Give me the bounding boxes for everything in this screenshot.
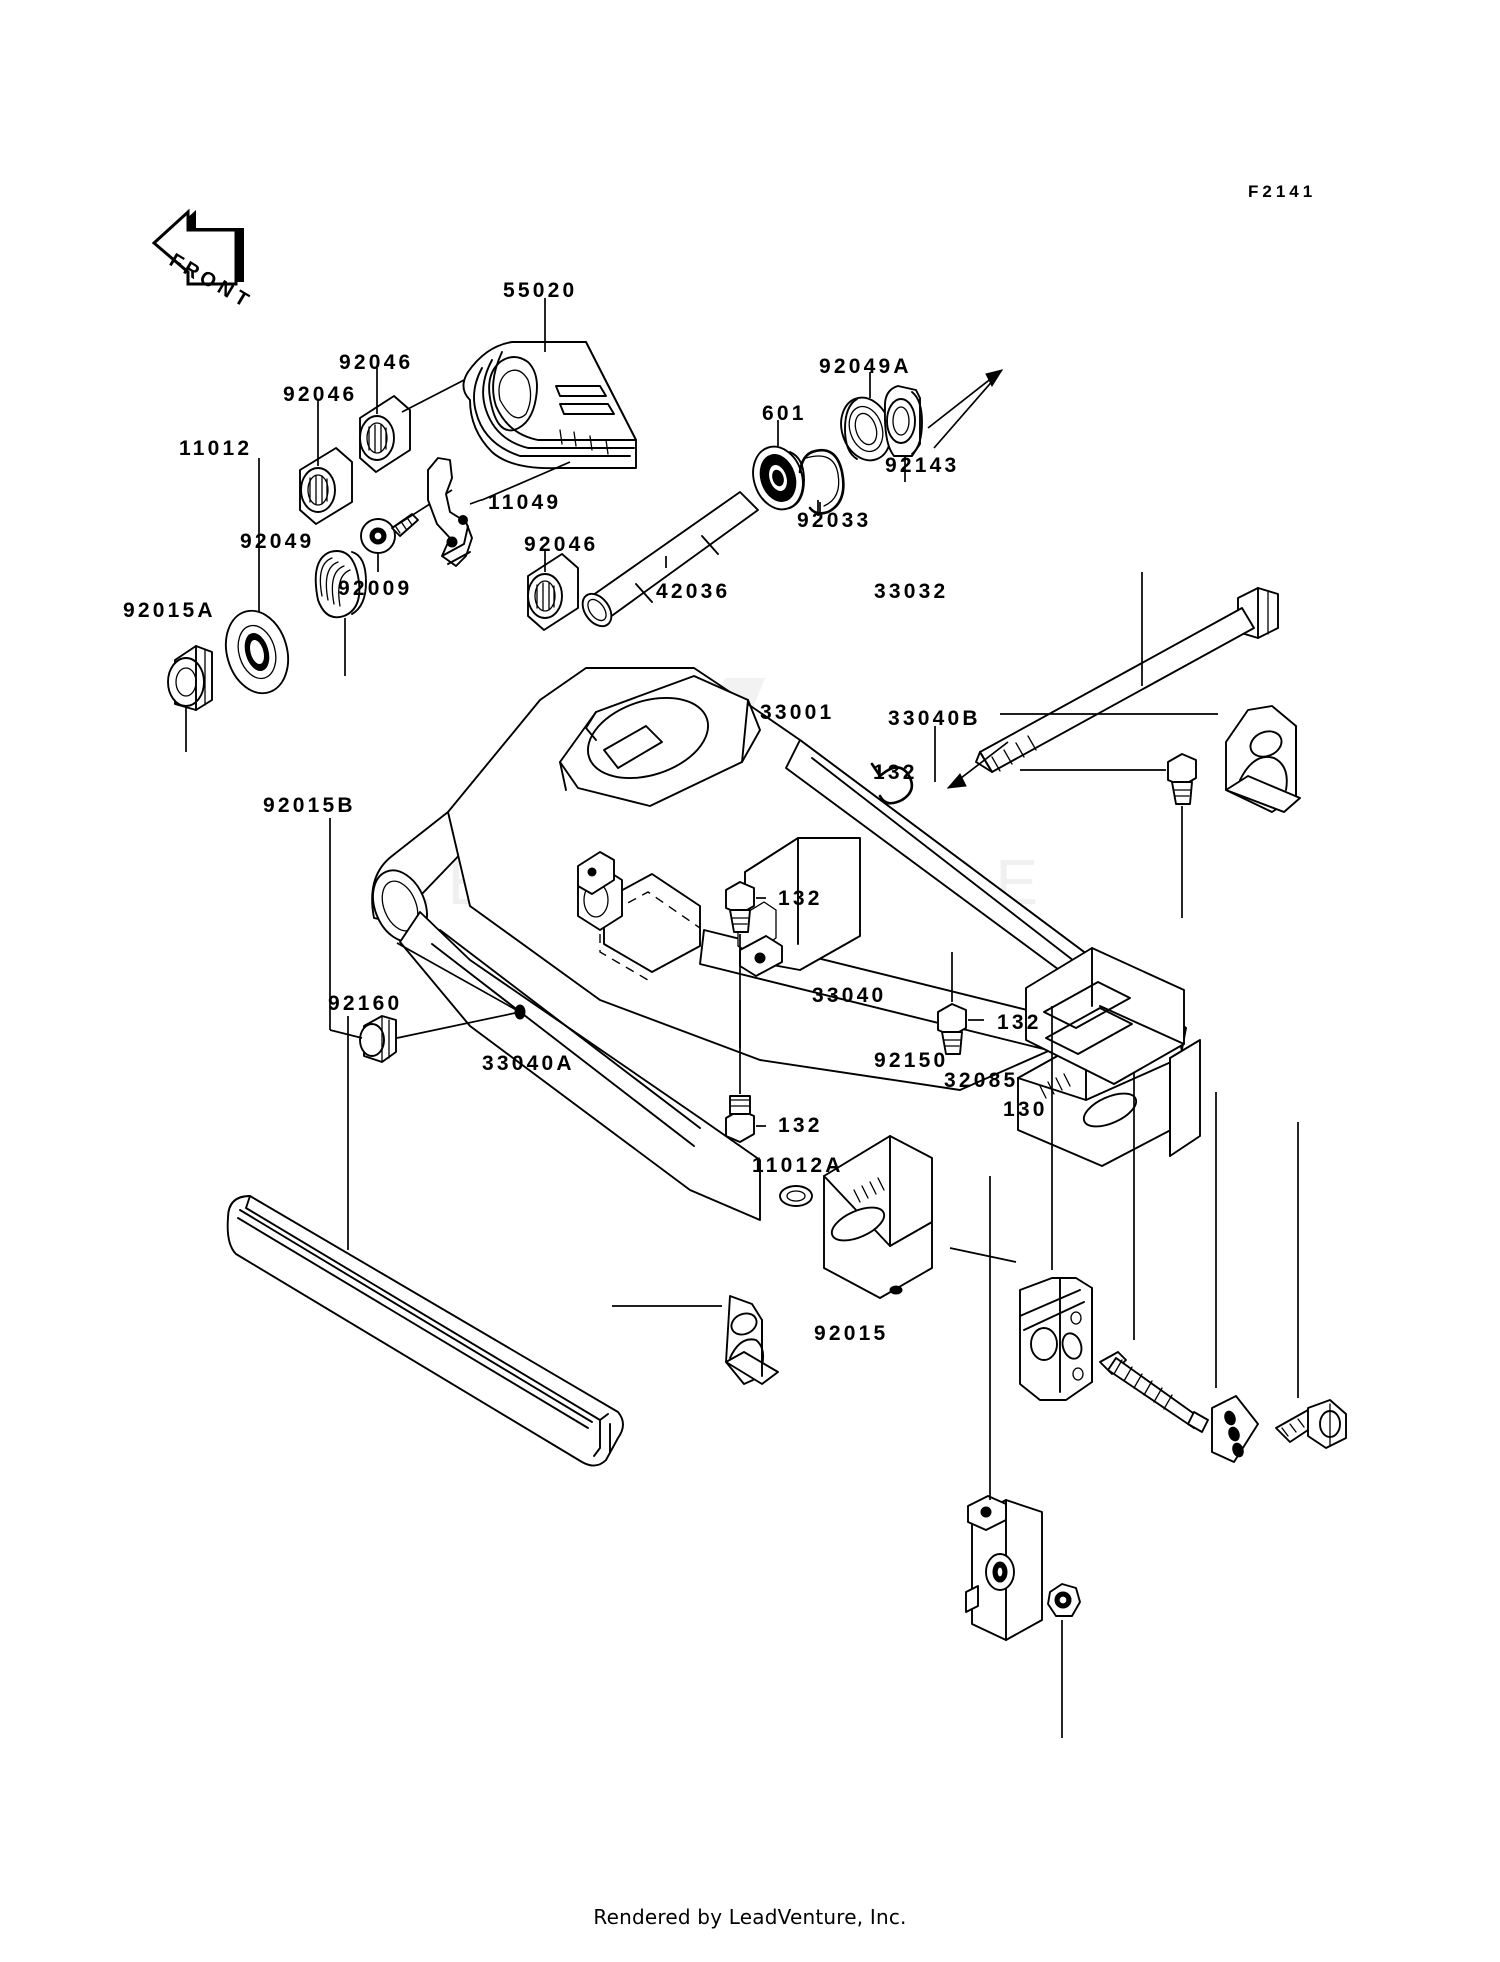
callout-601: 601 — [762, 402, 807, 425]
callout-92015B: 92015B — [263, 794, 356, 817]
part-130-bolt — [1275, 1122, 1347, 1449]
bearing-assembly-arrow — [927, 369, 1004, 449]
part-132-bolt-right-lower — [937, 952, 984, 1055]
footer-credit: Rendered by LeadVenture, Inc. — [593, 1905, 907, 1929]
part-32085-plate — [1211, 1092, 1259, 1463]
part-92160-damper — [226, 1016, 624, 1467]
callout-11012: 11012 — [179, 437, 253, 460]
callout-33040A: 33040A — [482, 1052, 575, 1075]
part-33040B-bracket — [1000, 705, 1301, 813]
part-33040A-bracket — [612, 1295, 779, 1385]
part-132-bolt-middle — [725, 881, 766, 1048]
callout-92015: 92015 — [814, 1322, 889, 1345]
callout-132-mid: 132 — [778, 887, 823, 910]
part-601-ball-bearing — [752, 420, 805, 511]
callout-42036: 42036 — [656, 580, 731, 603]
callout-92033: 92033 — [797, 509, 872, 532]
callout-92049A: 92049A — [819, 355, 912, 378]
part-42036-sleeve — [581, 491, 759, 628]
callout-132-lower: 132 — [778, 1114, 823, 1137]
part-11012-cap — [224, 458, 290, 695]
part-132-bolt-upper-right — [1020, 753, 1197, 918]
callout-33040B: 33040B — [888, 707, 981, 730]
callout-33032: 33032 — [874, 580, 949, 603]
part-55020-chain-guard — [462, 298, 637, 501]
part-33032-pivot-shaft — [946, 572, 1279, 789]
callout-33001: 33001 — [760, 701, 835, 724]
part-11049-bracket — [427, 457, 482, 567]
part-132-bolt-lower — [725, 1000, 766, 1143]
callout-132-right: 132 — [997, 1011, 1042, 1034]
part-92049A-seal — [840, 372, 892, 462]
callout-11049: 11049 — [488, 491, 562, 514]
callout-130: 130 — [1003, 1098, 1048, 1121]
part-92046-bearing-lower — [527, 550, 579, 631]
callout-92049: 92049 — [240, 530, 315, 553]
callout-33040: 33040 — [812, 984, 887, 1007]
part-92143-collar — [883, 385, 923, 482]
part-92015B-nut — [329, 818, 526, 1063]
part-92015-nut — [1047, 1583, 1081, 1738]
part-92049-seal — [314, 550, 367, 676]
part-11012A-plate — [965, 1176, 1043, 1641]
part-33001-swing-arm — [371, 667, 1201, 1299]
part-92009-screw — [360, 489, 453, 572]
callout-55020: 55020 — [503, 279, 578, 302]
callout-92046-mid: 92046 — [283, 383, 358, 406]
part-92033-snap-ring — [798, 448, 845, 516]
callout-92015A: 92015A — [123, 599, 216, 622]
callout-132-upper-right: 132 — [873, 761, 918, 784]
callout-92160: 92160 — [328, 992, 403, 1015]
callout-92150: 92150 — [874, 1049, 949, 1072]
callout-92143: 92143 — [885, 454, 960, 477]
part-92046-bearing-upper — [359, 368, 469, 473]
front-direction-icon: F R O N T — [148, 196, 258, 312]
callout-32085: 32085 — [944, 1069, 1019, 1092]
page-code: F2141 — [1248, 182, 1317, 201]
part-92046-bearing-mid — [299, 400, 353, 525]
part-92015A-nut — [167, 645, 213, 752]
callout-92046-lower: 92046 — [524, 533, 599, 556]
part-92150-bolt — [1099, 1072, 1209, 1433]
part-33040-adjuster — [949, 1006, 1093, 1401]
callout-92009: 92009 — [338, 577, 413, 600]
callout-11012A: 11012A — [752, 1154, 844, 1177]
callout-92046-upper: 92046 — [339, 351, 414, 374]
